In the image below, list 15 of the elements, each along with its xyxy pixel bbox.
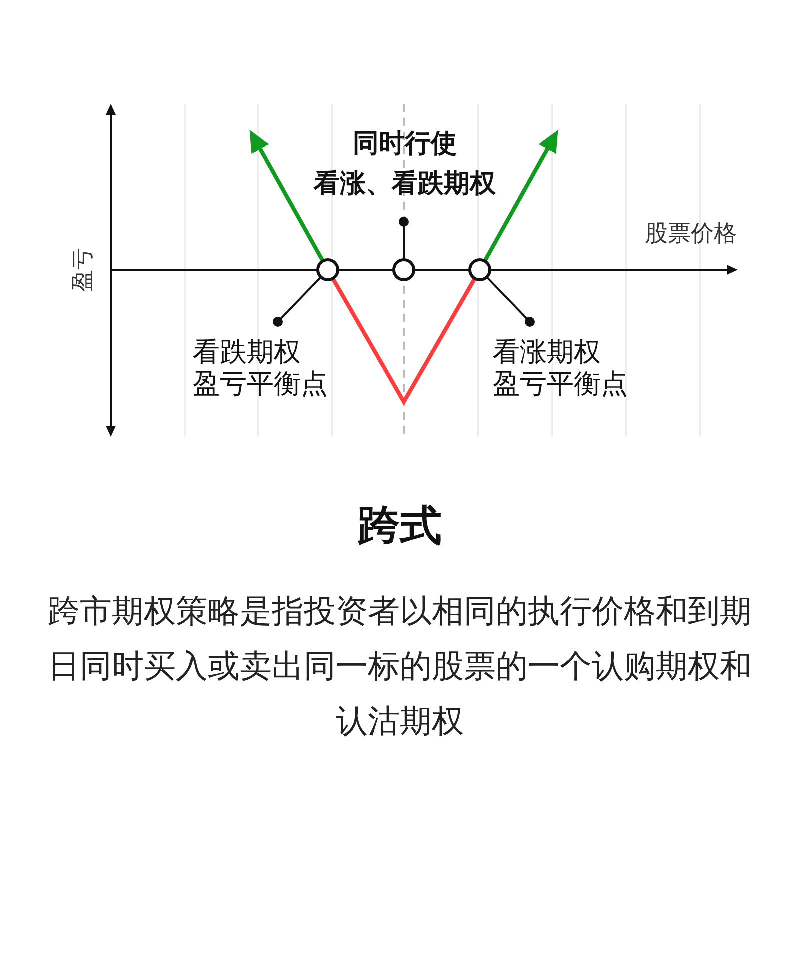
caption-text: 跨市期权策略是指投资者以相同的执行价格和到期日同时买入或卖出同一标的股票的一个认购期权和认沽期权 <box>47 591 753 742</box>
point-marker <box>468 258 492 282</box>
callout-label: 看涨期权盈亏平衡点 <box>493 337 628 401</box>
axis-label: 盈亏 <box>71 248 97 292</box>
payoff-line <box>332 278 476 406</box>
axis-label: 股票价格 <box>645 220 737 248</box>
callout-label: 同时行使看涨、看跌期权 <box>314 124 496 204</box>
point-marker <box>316 258 340 282</box>
payoff-arrow <box>250 130 324 262</box>
payoff-arrow <box>484 130 558 262</box>
diagram-title: 跨式 <box>358 501 442 551</box>
callout-label: 看跌期权盈亏平衡点 <box>193 337 328 401</box>
point-marker <box>392 258 416 282</box>
leader-line <box>399 217 409 259</box>
leader-line <box>273 277 322 327</box>
